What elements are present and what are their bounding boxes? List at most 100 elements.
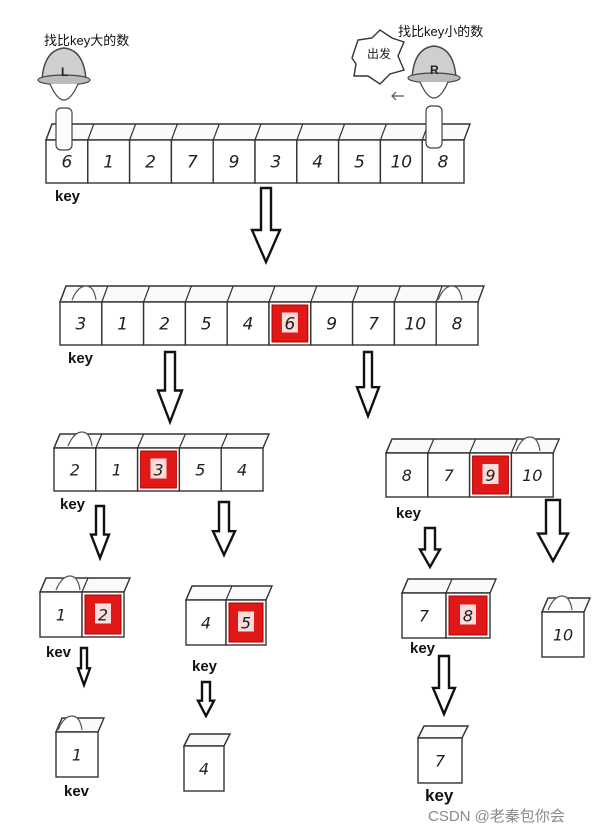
cell-value: 9 bbox=[485, 466, 495, 485]
cell-value: 5 bbox=[354, 153, 365, 173]
down-arrow-icon bbox=[250, 186, 282, 265]
cell-value: 7 bbox=[368, 315, 379, 335]
array-cell: 8 bbox=[445, 578, 491, 639]
cell-value: 9 bbox=[326, 315, 337, 335]
cell-value: 3 bbox=[153, 461, 163, 480]
array-cell: 2 bbox=[128, 123, 173, 184]
array-rl_single: 7 bbox=[416, 725, 470, 784]
array-cell: 1 bbox=[55, 717, 99, 778]
cell-value: 3 bbox=[75, 315, 86, 335]
array-cell: 4 bbox=[296, 123, 340, 184]
key-label-llsingle: kev bbox=[64, 783, 90, 800]
cell-value: 5 bbox=[195, 461, 205, 480]
hand-icon bbox=[57, 715, 83, 731]
left-helmet-letter: L bbox=[61, 65, 69, 79]
array-cell: 3 bbox=[254, 123, 298, 184]
array-cell: 5 bbox=[178, 433, 222, 492]
cell-value: 8 bbox=[463, 607, 473, 626]
cell-value: 1 bbox=[103, 153, 114, 173]
cell-value: 4 bbox=[201, 614, 211, 633]
array-cell: 10 bbox=[379, 123, 423, 184]
cell-value: 7 bbox=[435, 752, 446, 771]
cell-value: 5 bbox=[241, 614, 251, 633]
cell-value: 1 bbox=[56, 606, 66, 625]
cell-value: 8 bbox=[452, 315, 463, 335]
array-cell: 10 bbox=[541, 597, 585, 658]
array-cell: 6 bbox=[268, 285, 312, 346]
cell-value: 2 bbox=[70, 461, 80, 480]
down-arrow-icon bbox=[417, 526, 443, 570]
array-cell: 4 bbox=[183, 733, 225, 792]
array-cell: 1 bbox=[101, 285, 145, 346]
key-label-leftright: key bbox=[192, 658, 218, 675]
hand-icon bbox=[71, 285, 97, 301]
cell-value: 10 bbox=[522, 466, 542, 485]
left-hint-caption: 找比key大的数 bbox=[44, 33, 130, 48]
watermark: CSDN @老秦包你会 bbox=[428, 808, 565, 825]
cell-value: 2 bbox=[159, 315, 170, 335]
down-arrow-icon bbox=[355, 350, 381, 420]
down-arrow-icon bbox=[89, 504, 111, 562]
array-cell: 7 bbox=[351, 285, 396, 346]
down-arrow-icon bbox=[211, 500, 237, 558]
cell-value: 4 bbox=[237, 461, 247, 480]
array-cell: 4 bbox=[220, 433, 264, 492]
array-cell: 7 bbox=[417, 725, 463, 784]
array-cell: 4 bbox=[185, 585, 227, 646]
cell-value: 8 bbox=[438, 153, 449, 173]
array-cell: 9 bbox=[310, 285, 354, 346]
array-cell: 10 bbox=[510, 438, 554, 498]
right-hint-caption: 找比key小的数 bbox=[398, 24, 484, 39]
array-cell: 5 bbox=[184, 285, 228, 346]
worker-figure-icon bbox=[37, 47, 91, 151]
key-label-rightleft: key bbox=[410, 640, 436, 657]
cell-value: 4 bbox=[199, 760, 209, 779]
cell-value: 3 bbox=[270, 153, 281, 173]
cell-value: 7 bbox=[187, 153, 198, 173]
array-cell: 1 bbox=[39, 577, 83, 638]
cell-value: 7 bbox=[444, 466, 455, 485]
hand-icon bbox=[55, 575, 81, 591]
array-cell: 8 bbox=[385, 438, 429, 498]
key-label-leftleft: kev bbox=[46, 644, 72, 661]
array-cell: 7 bbox=[427, 438, 471, 498]
key-label-right1: key bbox=[396, 505, 422, 522]
motion-arrow-icon bbox=[391, 91, 404, 101]
hand-icon bbox=[515, 436, 541, 452]
cell-value: 1 bbox=[112, 461, 122, 480]
down-arrow-icon bbox=[76, 646, 92, 689]
cell-value: 6 bbox=[284, 315, 295, 335]
down-arrow-icon bbox=[535, 498, 571, 564]
cell-value: 6 bbox=[61, 153, 72, 173]
array-cell: 7 bbox=[170, 123, 214, 184]
cell-value: 2 bbox=[98, 606, 108, 625]
array-cell: 8 bbox=[435, 285, 479, 346]
bubble-text: 出发 bbox=[367, 47, 392, 61]
down-arrow-icon bbox=[431, 654, 457, 718]
cell-value: 7 bbox=[419, 607, 430, 626]
array-cell: 3 bbox=[136, 433, 181, 492]
hand-icon bbox=[547, 595, 573, 611]
key-label-rlsingle: key bbox=[425, 786, 454, 805]
cell-value: 9 bbox=[229, 153, 240, 173]
key-label-left1: key bbox=[60, 496, 86, 513]
hand-icon bbox=[437, 285, 463, 301]
cell-value: 2 bbox=[145, 153, 156, 173]
right-helmet-letter: R bbox=[430, 63, 439, 77]
cell-value: 1 bbox=[72, 746, 82, 765]
array-left1: 2 1 3 5 4 bbox=[52, 433, 271, 492]
array-cell: 9 bbox=[468, 438, 513, 498]
cell-value: 10 bbox=[404, 315, 426, 335]
array-cell: 1 bbox=[95, 433, 139, 492]
hand-icon bbox=[67, 431, 93, 447]
array-cell: 7 bbox=[401, 578, 447, 639]
speech-bubble-icon bbox=[351, 29, 405, 85]
cell-value: 5 bbox=[201, 315, 212, 335]
